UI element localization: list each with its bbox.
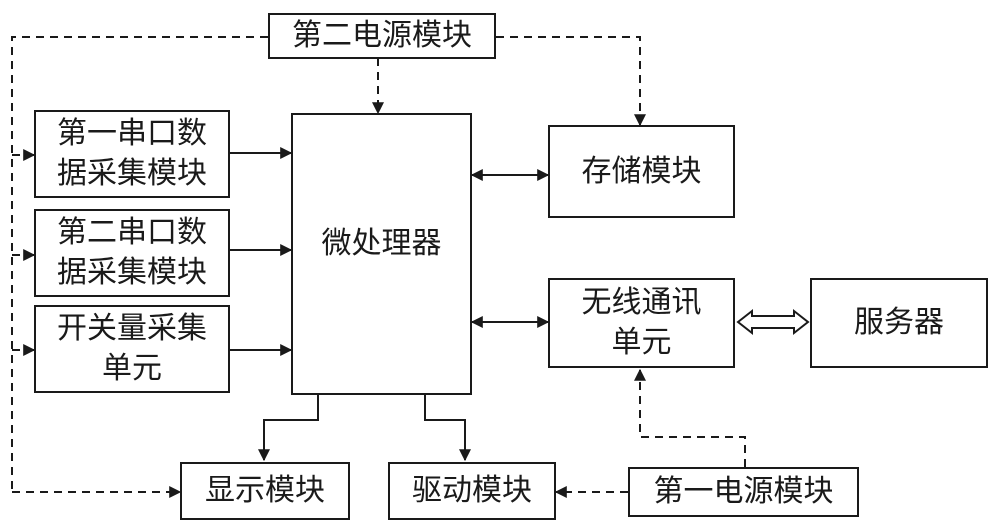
power1-label: 第一电源模块: [653, 474, 834, 509]
switch-unit: 开关量采集 单元: [34, 305, 230, 393]
display-label: 显示模块: [205, 473, 325, 508]
power2-module: 第二电源模块: [268, 13, 496, 59]
server-label: 服务器: [854, 305, 944, 340]
wireless-server-link: [736, 308, 810, 336]
storage-module: 存储模块: [548, 125, 735, 218]
mcu-label: 微处理器: [321, 226, 442, 261]
storage-label: 存储模块: [581, 153, 702, 189]
driver-module: 驱动模块: [388, 462, 556, 520]
switch-label: 开关量采集 单元: [57, 311, 207, 386]
serial2-module: 第二串口数 据采集模块: [34, 209, 230, 297]
server: 服务器: [810, 278, 988, 368]
display-module: 显示模块: [180, 462, 350, 520]
driver-label: 驱动模块: [412, 473, 532, 508]
power1-to-wireless: [634, 368, 746, 467]
serial1-module: 第一串口数 据采集模块: [34, 110, 230, 198]
power1-module: 第一电源模块: [628, 467, 859, 517]
mcu: 微处理器: [291, 113, 472, 395]
mcu-to-driver: [424, 394, 471, 462]
mcu-to-display: [258, 394, 319, 462]
wireless-unit: 无线通讯 单元: [548, 278, 735, 368]
serial1-label: 第一串口数 据采集模块: [57, 116, 207, 191]
power2-left-bus: [11, 36, 268, 492]
wireless-label: 无线通讯 单元: [581, 285, 702, 360]
power2-label: 第二电源模块: [292, 18, 472, 53]
serial2-label: 第二串口数 据采集模块: [57, 215, 207, 290]
power2-to-storage: [496, 36, 646, 127]
